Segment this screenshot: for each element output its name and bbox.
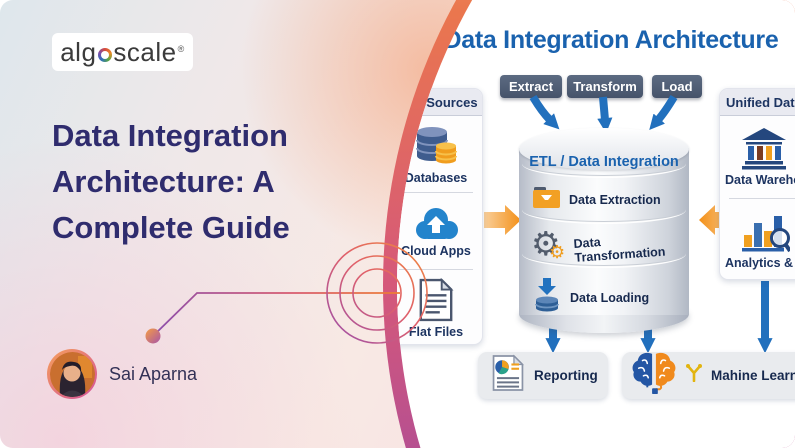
transform-step-badge: Transform [567,75,643,98]
extract-arrow-icon [529,94,560,130]
warehouse-icon [725,127,795,170]
divider [399,269,473,270]
cloud-apps-icon [412,205,460,241]
data-warehouse-label: Data Warehouse [725,172,795,187]
data-extraction-label: Data Extraction [569,193,661,207]
ml-spark-icon [686,364,702,387]
report-icon [491,354,525,397]
databases-icon [413,124,459,168]
extract-step-badge: Extract [500,75,562,98]
author-name: Sai Aparna [109,363,198,384]
brain-icon [631,351,677,400]
transform-arrow-icon [597,96,613,134]
source-item-cloud-apps: Cloud Apps [397,193,482,269]
machine-learning-label: Mahine Learning [711,368,795,383]
load-arrow-icon [649,94,678,131]
source-item-databases: Databases [397,116,482,192]
etl-cylinder: ETL / Data Integration Data Extraction ⚙… [519,128,689,333]
reporting-label: Reporting [534,368,598,383]
cylinder-separator [522,196,686,224]
reporting-box: Reporting [478,352,608,399]
page-title: Data Integration Architecture: A Complet… [52,113,397,251]
etl-cylinder-header: ETL / Data Integration [529,154,679,170]
divider [729,198,795,199]
connector-dot [145,328,161,344]
unified-item-analytics: Analytics & BI [720,199,795,281]
source-item-flat-files: Flat Files [397,270,482,346]
step-data-extraction: Data Extraction [533,186,687,214]
title-line-3: Complete Guide [52,209,290,245]
logo-color-ring-icon [97,47,112,62]
author-chip: Sai Aparna [47,349,197,399]
gears-icon: ⚙ ⚙ [531,225,566,262]
cylinder-separator [522,240,686,268]
divider [399,192,473,193]
sources-to-etl-arrow-icon [484,205,521,235]
cloud-apps-label: Cloud Apps [401,243,471,258]
folder-icon [533,186,560,214]
machine-learning-box: Mahine Learning [622,352,795,399]
title-line-1: Data Integration [52,117,288,153]
step-data-loading: Data Loading [533,278,687,317]
logo-text-prefix: alg [60,36,97,67]
unified-item-warehouse: Data Warehouse [720,116,795,198]
logo-wordmark: alg scale® [60,37,185,68]
logo-text-suffix: scale [113,36,177,67]
cylinder-separator [522,150,686,178]
data-loading-label: Data Loading [570,290,650,305]
connector-line [152,292,400,337]
data-sources-panel: Data Sources Databases [397,88,483,346]
flat-files-icon [417,277,455,322]
diagram-title: Data Integration Architecture [443,26,779,54]
unified-data-header: Unified Data [720,89,795,116]
data-sources-header: Data Sources [397,89,482,116]
databases-label: Databases [404,170,468,185]
algoscale-logo: alg scale® [52,33,193,71]
avatar [47,349,97,399]
registered-mark: ® [177,43,185,54]
load-step-badge: Load [652,75,702,98]
unified-data-panel: Unified Data Data Warehouse [719,88,795,280]
analytics-label: Analytics & BI [725,255,795,270]
data-transformation-label: Data Transformation [572,235,666,265]
flat-files-label: Flat Files [408,324,464,339]
analytics-icon [725,211,795,253]
title-line-2: Architecture: A [52,163,275,199]
database-load-icon [533,278,561,317]
author-avatar-photo [49,351,95,397]
step-data-transformation: ⚙ ⚙ Data Transformation [531,225,687,265]
